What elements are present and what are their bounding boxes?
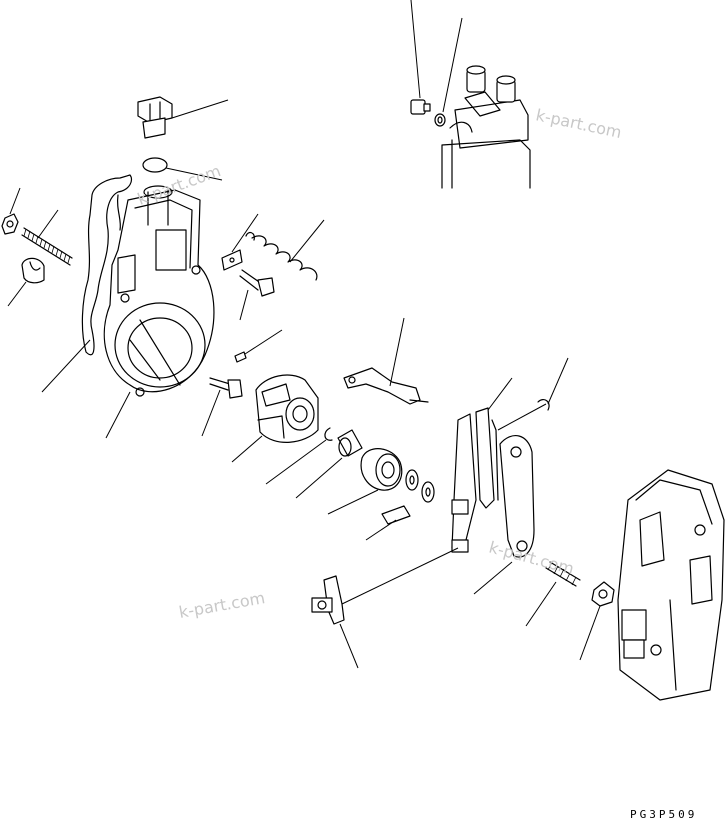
small-nut	[1, 213, 19, 235]
stop-bolt	[545, 561, 581, 587]
washer	[421, 481, 435, 503]
circlip	[324, 427, 333, 441]
link-bracket	[343, 367, 429, 405]
leader-line	[244, 329, 283, 355]
control-lever	[499, 435, 535, 558]
lock-nut	[591, 581, 615, 607]
hex-bolt	[137, 96, 173, 139]
bracket-plate	[221, 249, 243, 271]
flyweight-assembly	[255, 374, 319, 443]
leader-line	[289, 219, 325, 263]
clamp	[21, 257, 45, 284]
leader-line	[497, 403, 547, 431]
top-bolt	[410, 99, 431, 115]
adjusting-screw	[209, 377, 243, 399]
leader-line	[37, 209, 59, 239]
o-ring	[142, 157, 168, 173]
lever-assembly	[451, 407, 499, 553]
leader-line	[7, 281, 27, 307]
washer	[405, 469, 419, 491]
leader-line	[365, 519, 397, 541]
governor-spring	[245, 231, 318, 281]
shim	[381, 505, 411, 525]
leader-line	[171, 99, 229, 119]
leader-line	[410, 0, 421, 99]
leader-line	[525, 581, 557, 627]
leader-line	[389, 317, 405, 387]
lever-arm	[311, 575, 345, 625]
leader-line	[9, 187, 21, 215]
leader-line	[442, 17, 463, 113]
pump-top-assembly	[441, 65, 531, 189]
leader-line	[239, 289, 249, 321]
leader-line	[339, 623, 359, 669]
stud-bolt	[21, 227, 73, 266]
leader-line	[579, 605, 601, 661]
spring-clip	[537, 398, 550, 411]
leader-line	[201, 389, 221, 437]
bearing	[360, 448, 403, 491]
leader-line	[105, 391, 131, 439]
leader-line	[265, 439, 327, 485]
top-washer	[434, 113, 446, 127]
drawing-code: PG3P509	[630, 808, 697, 821]
leader-line	[165, 167, 223, 181]
flange-bolt	[239, 269, 275, 297]
sleeve	[337, 429, 363, 457]
leader-line	[487, 377, 513, 411]
watermark: k-part.com	[534, 105, 623, 142]
leader-line	[473, 561, 513, 595]
leader-line	[547, 357, 569, 405]
gasket	[81, 174, 133, 356]
leader-line	[231, 213, 259, 253]
leader-line	[231, 435, 263, 463]
leader-line	[341, 547, 459, 605]
small-pin	[234, 351, 247, 363]
governor-cover	[617, 469, 725, 701]
leader-line	[327, 489, 379, 515]
leader-line	[41, 339, 91, 393]
watermark: k-part.com	[177, 588, 266, 622]
governor-housing	[103, 185, 215, 397]
leader-line	[295, 457, 343, 499]
